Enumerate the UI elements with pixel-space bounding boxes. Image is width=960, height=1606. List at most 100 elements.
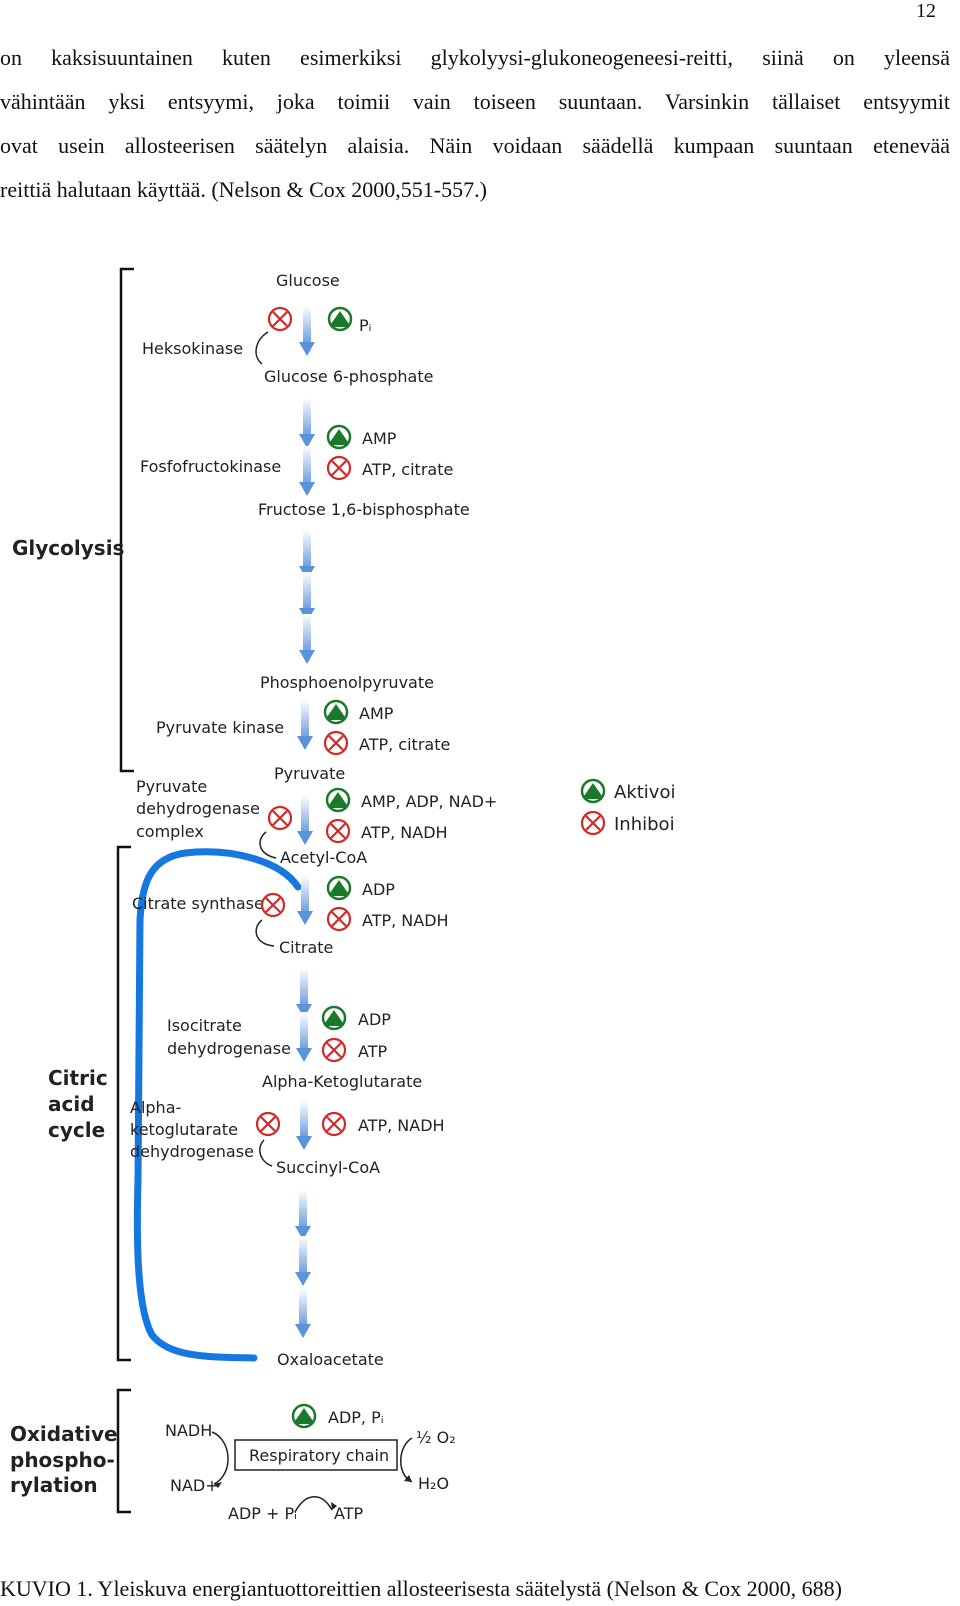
activator-icon	[326, 424, 352, 450]
pathway-arrow	[299, 306, 315, 356]
metabolite-oxaloacetate: Oxaloacetate	[277, 1350, 384, 1369]
respiratory-chain-box	[234, 1439, 398, 1471]
inhibitor-icon	[260, 892, 286, 918]
metabolite-phosphoenolpyruvate: Phosphoenolpyruvate	[260, 673, 434, 692]
body-paragraph: on kaksisuuntainen kuten esimerkiksi gly…	[0, 36, 950, 212]
inhibitor-icon	[267, 306, 293, 332]
oxphos-nadh: NADH	[165, 1421, 212, 1440]
activator-icon	[291, 1403, 317, 1429]
feedback-hook	[259, 831, 277, 859]
section-oxphos: rylation	[10, 1473, 98, 1497]
metabolite-pyruvate: Pyruvate	[274, 764, 345, 783]
legend-activate-icon	[580, 778, 606, 804]
atp-synthesis-arrow	[294, 1496, 333, 1513]
effector-label: AMP, ADP, NAD+	[361, 792, 497, 811]
enzyme-akg-dehydrogenase: dehydrogenase	[130, 1142, 254, 1161]
inhibitor-icon	[326, 906, 352, 932]
inhibitor-icon	[325, 818, 351, 844]
oxphos-bracket	[116, 1388, 131, 1514]
inhibitor-icon	[321, 1037, 347, 1063]
activator-icon	[327, 306, 353, 332]
pathway-arrow	[295, 1236, 311, 1286]
paragraph-line: vähintään yksi entsyymi, joka toimii vai…	[0, 89, 950, 114]
enzyme-phosphofructokinase: Fosfofructokinase	[140, 457, 281, 476]
nadh-arrow	[211, 1431, 229, 1485]
pathway-arrow	[297, 795, 313, 845]
pathway-arrow	[295, 1190, 311, 1240]
glycolysis-bracket	[119, 267, 134, 773]
metabolite-acetyl-coa: Acetyl-CoA	[280, 848, 367, 867]
legend-inhibit-icon	[580, 810, 606, 836]
pathway-arrow	[295, 1288, 311, 1338]
feedback-hook	[255, 331, 269, 365]
metabolite-alpha-ketoglutarate: Alpha-Ketoglutarate	[262, 1072, 422, 1091]
effector-label: ATP, citrate	[359, 735, 450, 754]
enzyme-pyruvate-kinase: Pyruvate kinase	[156, 718, 284, 737]
enzyme-akg-dehydrogenase: ketoglutarate	[130, 1120, 238, 1139]
oxphos-atp: ATP	[334, 1504, 363, 1523]
enzyme-isocitrate-dehydrogenase: dehydrogenase	[167, 1039, 291, 1058]
metabolite-glucose: Glucose	[276, 271, 340, 290]
section-oxphos: Oxidative	[10, 1422, 118, 1446]
oxphos-o2: ½ O₂	[416, 1428, 456, 1447]
citric-acid-cycle-bracket	[116, 845, 131, 1362]
metabolite-glucose-6-phosphate: Glucose 6-phosphate	[264, 367, 433, 386]
feedback-hook	[255, 919, 275, 947]
effector-label: AMP	[359, 704, 394, 723]
effector-label: Pᵢ	[359, 316, 372, 335]
pathway-arrow	[296, 968, 312, 1018]
respiratory-chain-label: Respiratory chain	[249, 1446, 389, 1465]
enzyme-hexokinase: Heksokinase	[142, 339, 243, 358]
cycle-loop	[133, 848, 302, 1362]
effector-label: ATP, NADH	[362, 911, 449, 930]
page-number: 12	[916, 0, 936, 22]
oxphos-adp-pi: ADP + Pᵢ	[228, 1504, 297, 1523]
oxphos-h2o: H₂O	[418, 1474, 449, 1493]
enzyme-akg-dehydrogenase: Alpha-	[130, 1098, 181, 1117]
section-glycolysis: Glycolysis	[12, 536, 124, 560]
inhibitor-icon	[323, 730, 349, 756]
section-citric-acid-cycle: Citric	[48, 1066, 108, 1090]
inhibitor-icon	[255, 1111, 281, 1137]
figure-caption: KUVIO 1. Yleiskuva energiantuottoreittie…	[0, 1576, 842, 1601]
effector-label: ADP, Pᵢ	[328, 1408, 384, 1427]
pathway-arrow	[299, 398, 315, 448]
section-oxphos: phospho-	[10, 1448, 115, 1472]
effector-label: ATP	[358, 1042, 387, 1061]
o2-arrow	[400, 1437, 413, 1483]
activator-icon	[321, 1005, 347, 1031]
pathway-arrow	[299, 446, 315, 496]
paragraph-line: on kaksisuuntainen kuten esimerkiksi gly…	[0, 45, 950, 70]
activator-icon	[326, 875, 352, 901]
metabolite-citrate: Citrate	[279, 938, 333, 957]
section-citric-acid-cycle: cycle	[48, 1118, 105, 1142]
section-citric-acid-cycle: acid	[48, 1092, 95, 1116]
enzyme-citrate-synthase: Citrate synthase	[132, 894, 264, 913]
metabolic-regulation-diagram: Glycolysis Citric acid cycle Oxidative p…	[10, 267, 675, 1523]
pathway-arrow	[297, 875, 313, 925]
inhibitor-icon	[321, 1111, 347, 1137]
paragraph-line: reittiä halutaan käyttää. (Nelson & Cox …	[0, 177, 487, 202]
inhibitor-icon	[267, 805, 293, 831]
pathway-arrow	[296, 1012, 312, 1062]
metabolite-fructose-bisphosphate: Fructose 1,6-bisphosphate	[258, 500, 470, 519]
enzyme-pyruvate-dehydrogenase: dehydrogenase	[136, 799, 260, 818]
activator-icon	[323, 699, 349, 725]
legend-inhibit-label: Inhiboi	[614, 814, 675, 835]
effector-label: ADP	[358, 1010, 391, 1029]
feedback-hook	[259, 1139, 273, 1167]
effector-label: ATP, NADH	[358, 1116, 445, 1135]
pathway-arrow	[297, 700, 313, 750]
pathway-arrow	[299, 614, 315, 664]
effector-label: ATP, NADH	[361, 823, 448, 842]
paragraph-line: ovat usein allosteerisen säätelyn alaisi…	[0, 133, 950, 158]
oxphos-nad: NAD+	[170, 1476, 219, 1495]
effector-label: AMP	[362, 429, 397, 448]
effector-label: ADP	[362, 880, 395, 899]
activator-icon	[325, 787, 351, 813]
enzyme-isocitrate-dehydrogenase: Isocitrate	[167, 1016, 242, 1035]
legend-activate-label: Aktivoi	[614, 782, 675, 803]
enzyme-pyruvate-dehydrogenase: complex	[136, 822, 204, 841]
effector-label: ATP, citrate	[362, 460, 453, 479]
pathway-arrow	[296, 1100, 312, 1150]
